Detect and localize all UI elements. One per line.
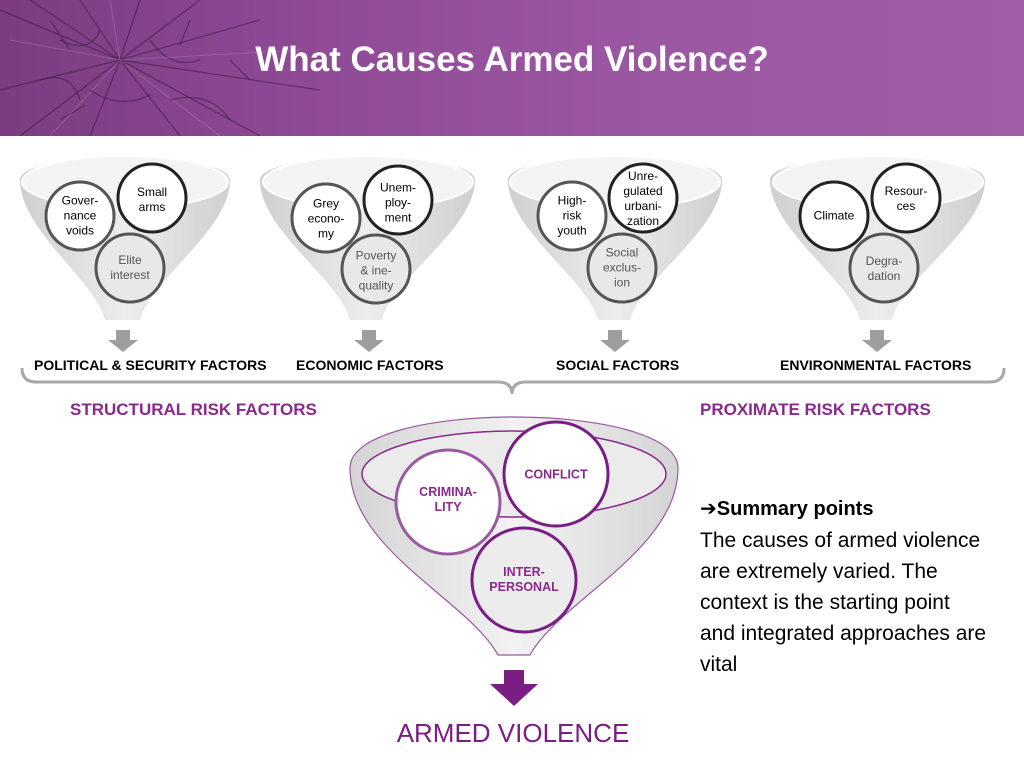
circle-poverty-inequality: Poverty & ine- quality xyxy=(355,248,397,293)
main-funnel xyxy=(349,416,679,706)
circle-small-arms: Small arms xyxy=(136,185,168,214)
label-political-security-factors: POLITICAL & SECURITY FACTORS xyxy=(34,357,267,373)
funnel-economic xyxy=(260,155,475,352)
funnel-social xyxy=(508,155,722,352)
funnel-environmental xyxy=(770,155,985,352)
label-proximate-risk-factors: PROXIMATE RISK FACTORS xyxy=(700,400,931,419)
grouping-bracket xyxy=(20,367,1006,395)
page-title: What Causes Armed Violence? xyxy=(255,40,769,79)
circle-interpersonal: INTER- PERSONAL xyxy=(489,565,559,594)
outcome-armed-violence: ARMED VIOLENCE xyxy=(0,718,1024,749)
circle-social-exclusion: Social exclus- ion xyxy=(602,245,642,290)
circle-conflict: CONFLICT xyxy=(524,467,588,482)
arrow-right-icon: ➔ xyxy=(700,498,717,520)
summary-heading-row: ➔Summary points xyxy=(700,494,990,525)
header-banner: What Causes Armed Violence? xyxy=(0,0,1024,136)
summary-points: ➔Summary points The causes of armed viol… xyxy=(700,494,990,680)
circle-unemployment: Unem- ploy- ment xyxy=(379,180,417,225)
summary-body: The causes of armed violence are extreme… xyxy=(700,529,987,676)
circle-degradation: Degra- dation xyxy=(865,254,903,283)
funnel-political xyxy=(20,155,230,352)
circle-climate: Climate xyxy=(813,208,855,223)
label-social-factors: SOCIAL FACTORS xyxy=(556,357,680,373)
label-structural-risk-factors: STRUCTURAL RISK FACTORS xyxy=(70,400,317,419)
circle-high-risk-youth: High- risk youth xyxy=(557,193,587,238)
cracked-glass-texture xyxy=(0,0,321,136)
outcome-label: ARMED VIOLENCE xyxy=(396,718,630,748)
circle-governance-voids: Gover- nance voids xyxy=(61,193,99,238)
circle-grey-economy: Grey econo- my xyxy=(307,196,345,241)
circle-resources: Resour- ces xyxy=(884,184,928,213)
circle-unregulated-urbanization: Unre- gulated urbani- zation xyxy=(623,169,663,228)
summary-heading: Summary points xyxy=(716,498,874,520)
label-economic-factors: ECONOMIC FACTORS xyxy=(296,357,444,373)
circle-criminality: CRIMINA- LITY xyxy=(419,485,477,514)
label-environmental-factors: ENVIRONMENTAL FACTORS xyxy=(780,357,972,373)
circle-elite-interest: Elite interest xyxy=(110,253,150,282)
